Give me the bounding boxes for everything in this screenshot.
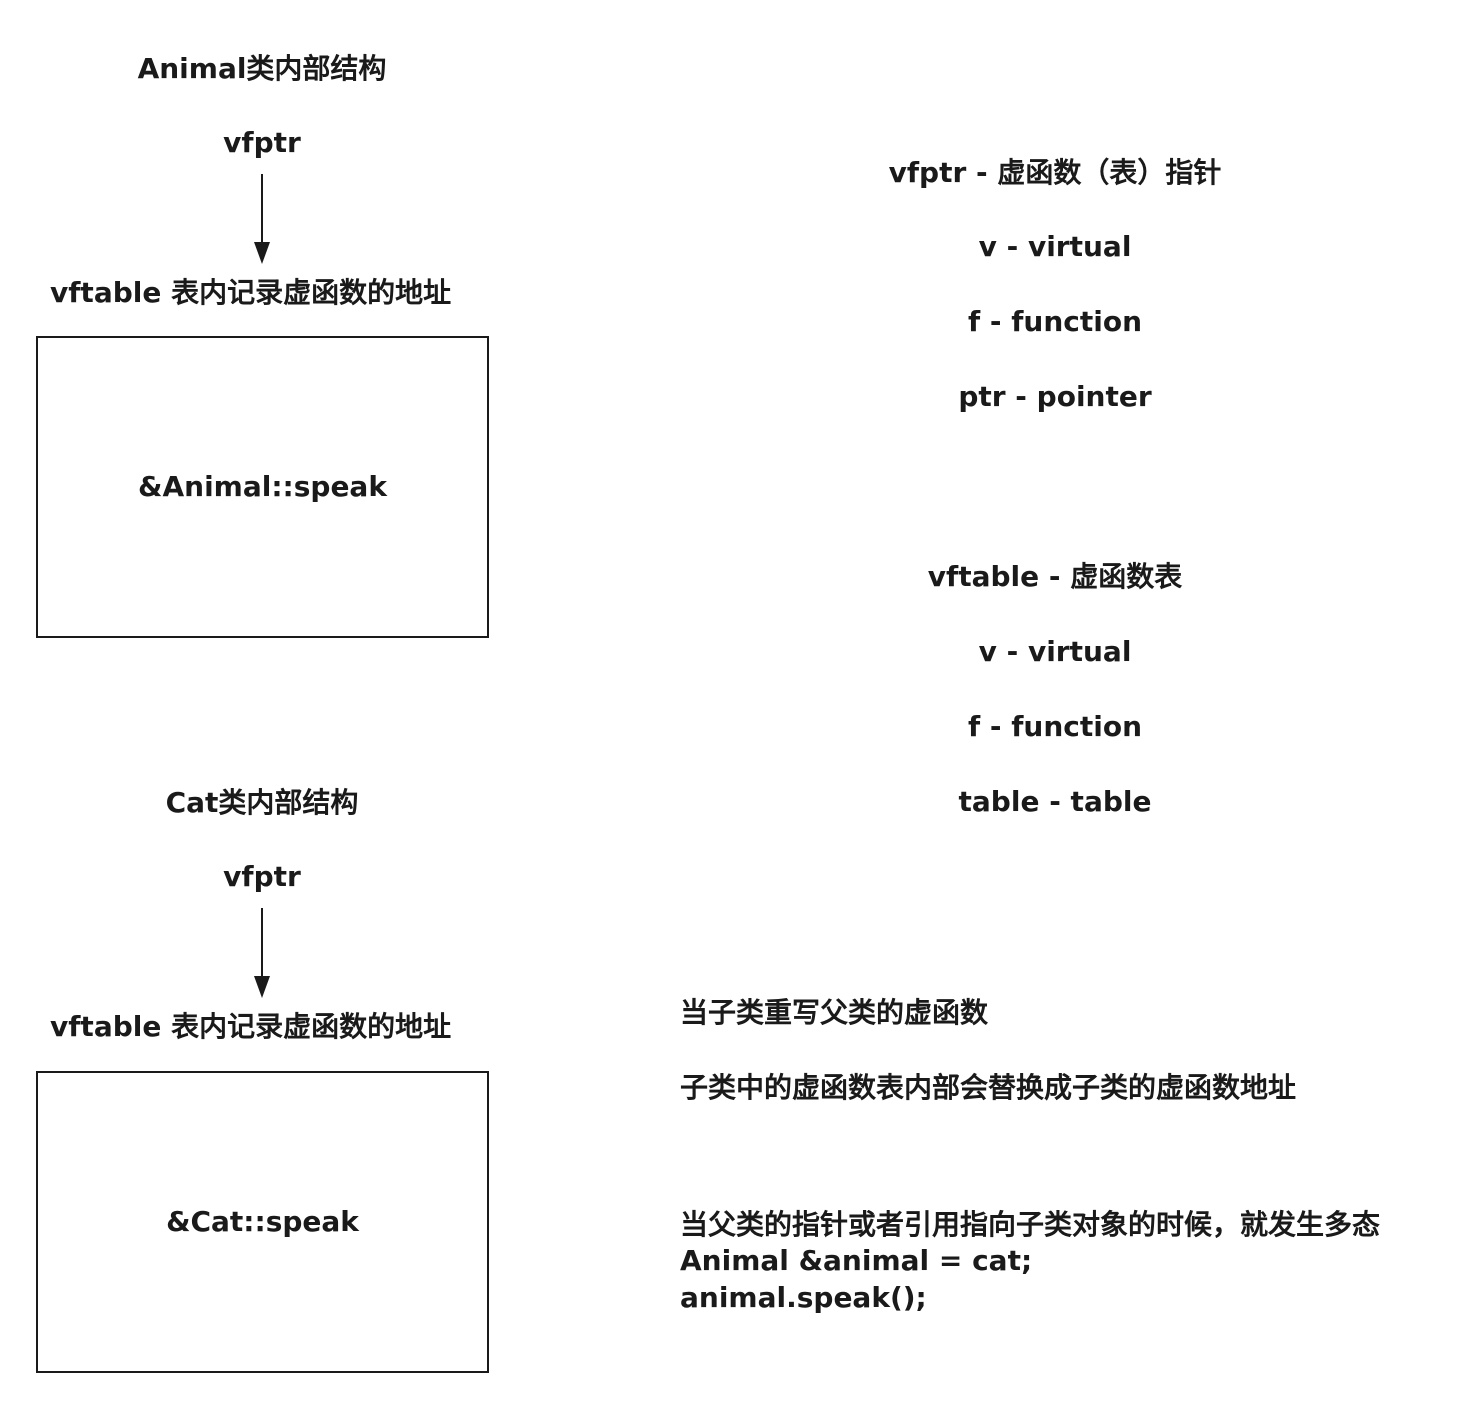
polymorphism-code-line1: Animal &animal = cat; <box>680 1244 1033 1277</box>
vfptr-legend-line: f - function <box>967 305 1143 338</box>
vfptr-legend-line: v - virtual <box>978 230 1132 263</box>
cat-vfptr-label: vfptr <box>223 860 301 893</box>
vftable-legend-line: table - table <box>958 785 1152 818</box>
cat-vfptr-arrow-icon <box>254 908 270 998</box>
animal-structure-title: Animal类内部结构 <box>137 52 387 85</box>
vftable-legend-line: f - function <box>967 710 1143 743</box>
animal-vftable-label: vftable 表内记录虚函数的地址 <box>50 276 452 309</box>
vfptr-legend-heading: vfptr - 虚函数（表）指针 <box>888 156 1222 189</box>
override-note-line1: 当子类重写父类的虚函数 <box>680 996 989 1029</box>
animal-vftable-box: &Animal::speak <box>36 336 489 638</box>
vftable-legend-line: v - virtual <box>978 635 1132 668</box>
cat-structure-title: Cat类内部结构 <box>165 786 359 819</box>
override-note-line2: 子类中的虚函数表内部会替换成子类的虚函数地址 <box>680 1071 1297 1104</box>
polymorphism-code-line2: animal.speak(); <box>680 1281 927 1314</box>
cat-vftable-box: &Cat::speak <box>36 1071 489 1373</box>
animal-vfptr-label: vfptr <box>223 126 301 159</box>
animal-vftable-entry: &Animal::speak <box>138 470 387 503</box>
vfptr-legend-line: ptr - pointer <box>958 380 1152 413</box>
vftable-legend-heading: vftable - 虚函数表 <box>927 560 1183 593</box>
cat-vftable-entry: &Cat::speak <box>166 1205 359 1238</box>
animal-vfptr-arrow-icon <box>254 174 270 264</box>
polymorphism-note-line1: 当父类的指针或者引用指向子类对象的时候，就发生多态 <box>680 1208 1381 1241</box>
cat-vftable-label: vftable 表内记录虚函数的地址 <box>50 1010 452 1043</box>
